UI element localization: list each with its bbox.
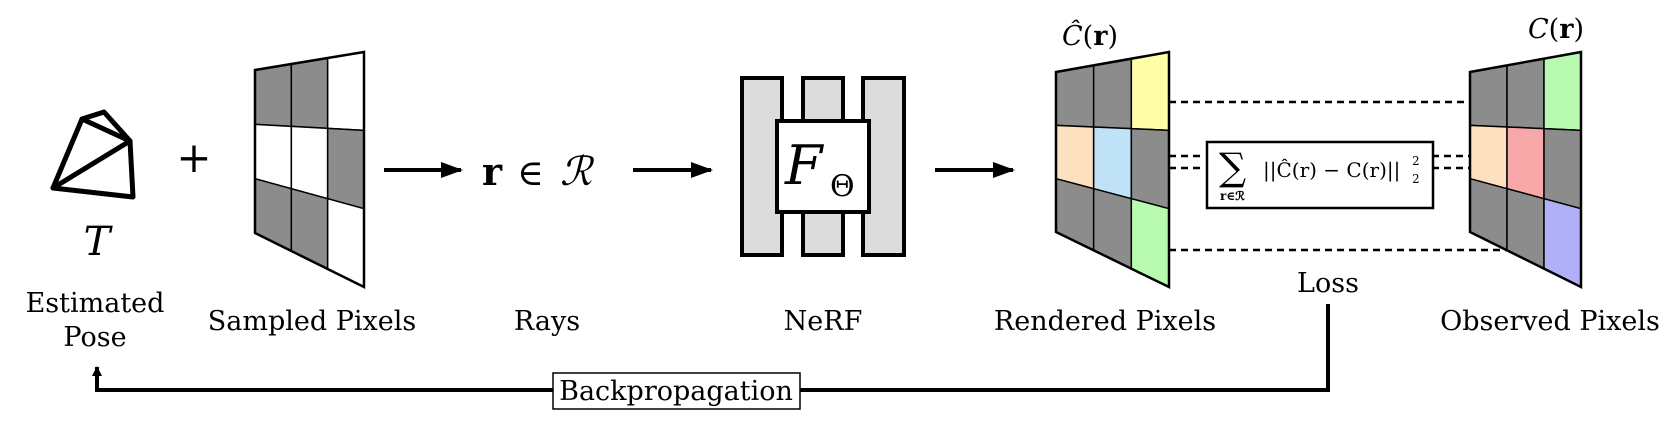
pixel-cell [1506, 126, 1545, 200]
pose-symbol: T [84, 219, 114, 265]
pixel-cell [1092, 187, 1133, 270]
pixel-cell [254, 177, 293, 253]
grid-outline [253, 50, 366, 290]
estimated-pose-label-line1: Estimated [26, 288, 165, 319]
estimated-pose-label-line2: Pose [63, 322, 126, 353]
loss-exponent: 2 [1412, 154, 1420, 168]
pixel-cell [1055, 124, 1095, 190]
pixel-cell [1506, 187, 1545, 270]
rendered-pixels-label: Rendered Pixels [994, 306, 1216, 337]
rays-symbol-set: ℛ [560, 149, 595, 195]
observed-pixels-label: Observed Pixels [1440, 306, 1659, 337]
rendered-color-symbol: Ĉ(r) [1062, 18, 1118, 52]
loss-formula-box [1205, 140, 1435, 210]
pixel-cell [326, 197, 365, 289]
pixel-cell [290, 57, 329, 130]
sampled-pixels-grid [253, 50, 366, 290]
observed-pixels-grid [1468, 50, 1583, 290]
grid-outline [1054, 50, 1171, 289]
loss-sum-subscript: r∈ℛ [1220, 189, 1245, 203]
pixel-cell [1092, 57, 1133, 130]
pixel-cell [326, 51, 365, 132]
plus-sign: + [176, 133, 211, 182]
pixel-cell [326, 127, 365, 210]
pixel-cell [1130, 51, 1170, 132]
nerf-function-theta: Θ [830, 169, 855, 204]
rendered-pixels-grid [1054, 50, 1171, 289]
pixel-cell [1543, 197, 1582, 289]
rays-label: Rays [514, 306, 580, 337]
nerf-network-icon [740, 76, 906, 257]
pixel-cell [1469, 124, 1508, 190]
pixel-cell [254, 63, 293, 128]
observed-color-symbol: C(r) [1528, 14, 1584, 45]
nerf-function-f: F [784, 134, 825, 197]
sampled-pixels-label: Sampled Pixels [208, 306, 416, 337]
pixel-cell [1055, 177, 1095, 252]
backpropagation-box [552, 372, 801, 410]
pixel-cell [1130, 127, 1170, 210]
camera-pose-icon [50, 109, 136, 200]
pixel-cell [290, 187, 329, 271]
pixel-cell [1130, 197, 1170, 289]
backpropagation-label: Backpropagation [559, 376, 793, 407]
rays-symbol-in: ∈ [517, 153, 544, 194]
pixel-cell [254, 123, 293, 190]
pixel-cell [1092, 126, 1133, 200]
pixel-cell [1543, 127, 1582, 210]
loss-label: Loss [1297, 268, 1359, 299]
nerf-label: NeRF [784, 306, 863, 337]
pixel-cell [290, 125, 329, 200]
rays-symbol-r: r [482, 149, 503, 194]
loss-sum-symbol: ∑ [1219, 145, 1246, 189]
loss-expression: ||Ĉ(r) − C(r)|| [1263, 157, 1400, 183]
pixel-cell [1055, 64, 1095, 128]
pixel-cell [1506, 57, 1545, 130]
nerf-function-box [775, 119, 871, 214]
pixel-cell [1469, 177, 1508, 252]
pixel-cell [1543, 51, 1582, 132]
grid-outline [1468, 50, 1583, 290]
loss-subscript: 2 [1412, 172, 1420, 186]
pixel-cell [1469, 64, 1508, 128]
